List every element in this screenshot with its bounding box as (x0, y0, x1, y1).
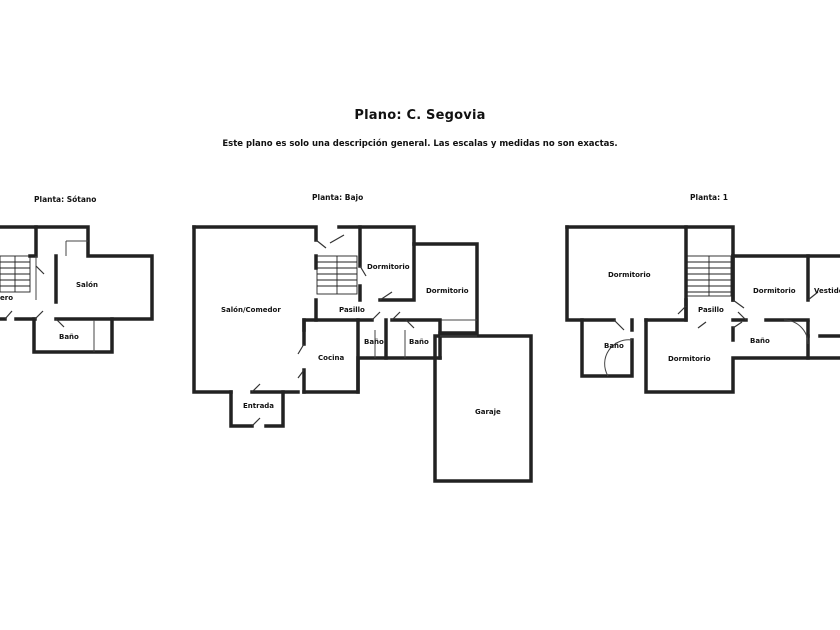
room-label-p1-dormitorio-2: Dormitorio (753, 287, 796, 295)
room-label-p1-pasillo: Pasillo (698, 306, 724, 314)
room-label-bajo-bano-1: Baño (364, 338, 384, 346)
plan-disclaimer: Este plano es solo una descripción gener… (222, 139, 618, 149)
room-label-bajo-salon-comedor: Salón/Comedor (221, 306, 281, 314)
floor-plan-planta1: Planta: 1 (565, 193, 840, 394)
floor-plan-sotano: Planta: Sótano Salón Baño ero (0, 195, 154, 354)
room-label-bajo-dormitorio-1: Dormitorio (367, 263, 410, 271)
room-label-bajo-dormitorio-2: Dormitorio (426, 287, 469, 295)
room-label-bajo-entrada: Entrada (243, 402, 274, 410)
floor-plan-bajo: Planta: Bajo (192, 193, 533, 483)
room-label-p1-dormitorio-1: Dormitorio (608, 271, 651, 279)
room-label-p1-bano-2: Baño (750, 337, 770, 345)
room-label-bajo-garaje: Garaje (475, 408, 501, 416)
floor-label-sotano: Planta: Sótano (34, 195, 96, 204)
floor-label-planta1: Planta: 1 (690, 193, 728, 202)
room-label-p1-vestidor: Vestido (814, 287, 840, 295)
room-label-p1-bano-1: Baño (604, 342, 624, 350)
room-label-bajo-pasillo: Pasillo (339, 306, 365, 314)
room-label-sotano-bano: Baño (59, 333, 79, 341)
plan-title: Plano: C. Segovia (354, 108, 486, 123)
room-label-p1-dormitorio-3: Dormitorio (668, 355, 711, 363)
room-label-sotano-salon: Salón (76, 281, 98, 289)
room-label-bajo-cocina: Cocina (318, 354, 344, 362)
room-label-sotano-bodega: ero (0, 294, 13, 302)
floor-label-bajo: Planta: Bajo (312, 193, 363, 202)
room-label-bajo-bano-2: Baño (409, 338, 429, 346)
